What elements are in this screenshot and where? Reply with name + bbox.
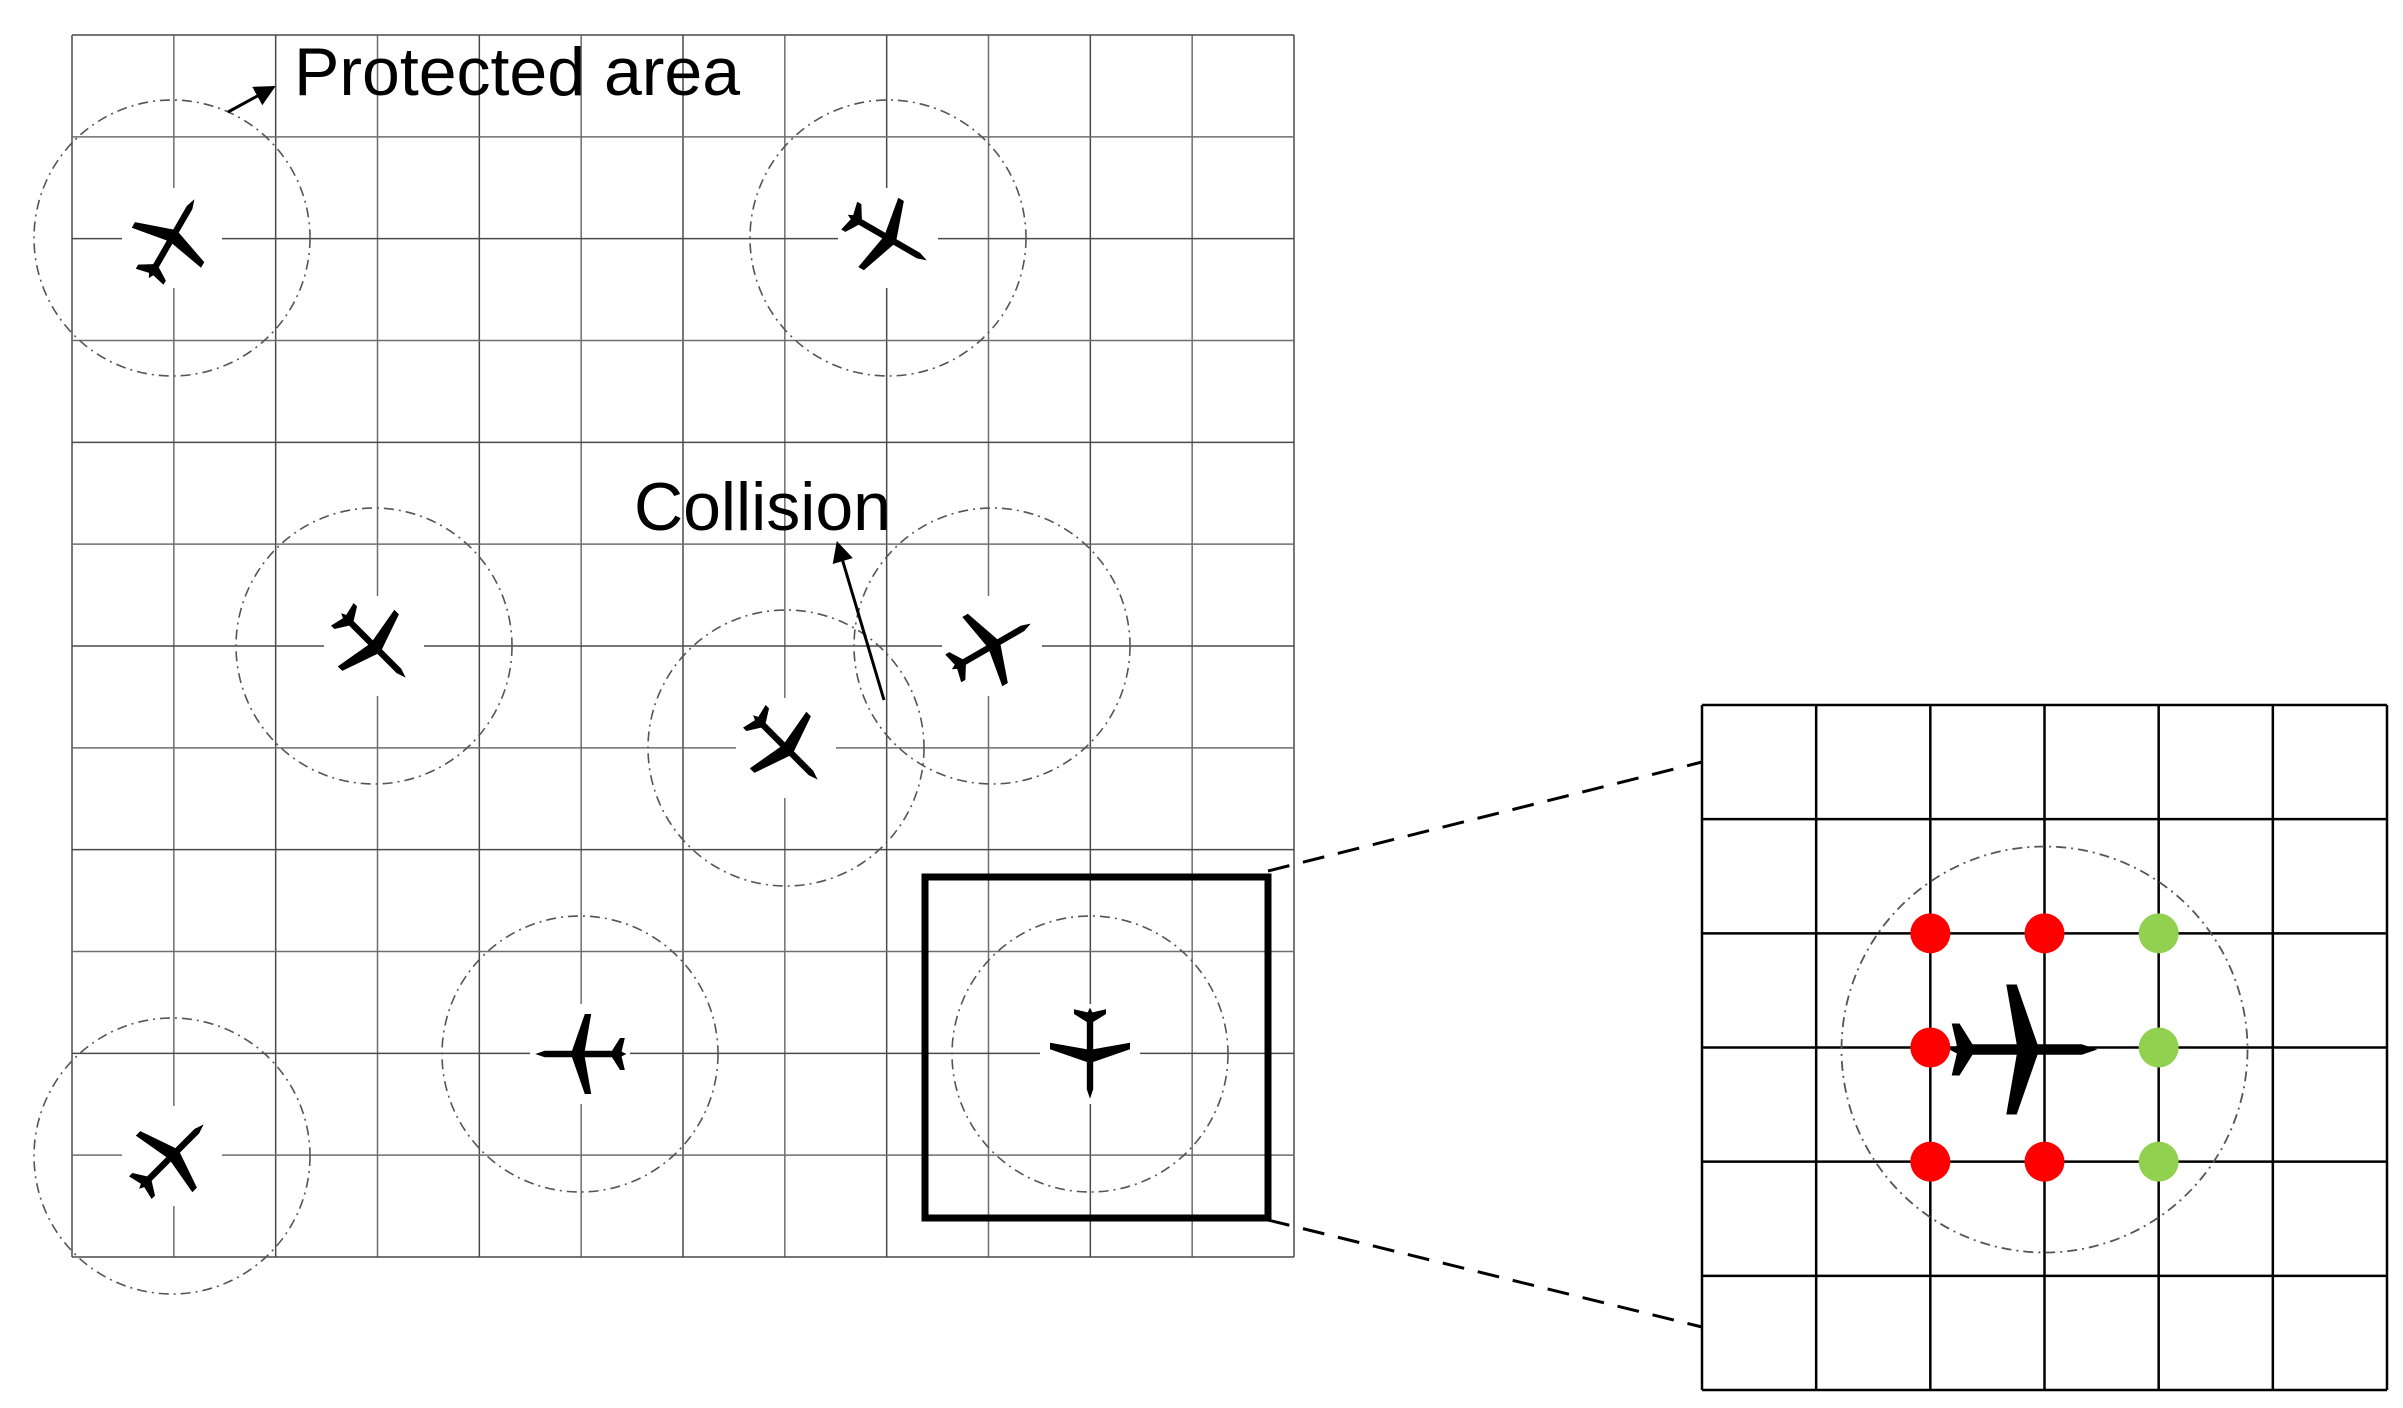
free-grid-point	[2138, 1141, 2179, 1182]
protected-area-circle	[33, 99, 311, 377]
main-airspace-grid	[71, 34, 1295, 1258]
protected-area-circle	[235, 507, 513, 785]
protected-area-circle	[441, 915, 719, 1193]
free-grid-point	[2138, 1027, 2179, 1068]
blocked-grid-point	[2024, 913, 2065, 954]
protected-areas	[33, 99, 1229, 1295]
collision-arrow	[832, 540, 886, 701]
blocked-grid-point	[1910, 1027, 1951, 1068]
protected-area-circle	[1840, 845, 2249, 1254]
protected-area-circle	[951, 915, 1229, 1193]
protected-area-circle	[853, 507, 1131, 785]
protected-area-circle	[647, 609, 925, 887]
blocked-grid-point	[1910, 1141, 1951, 1182]
airplane-icon	[1949, 984, 2098, 1115]
blocked-grid-point	[2024, 1141, 2065, 1182]
free-grid-point	[2138, 913, 2179, 954]
protected-area-label: Protected area	[294, 34, 740, 110]
blocked-grid-point	[1910, 913, 1951, 954]
protected-area-circle	[749, 99, 1027, 377]
protected-area-arrow	[227, 85, 276, 114]
collision-label: Collision	[634, 469, 891, 545]
aircraft-layer	[110, 179, 1140, 1218]
inset-content	[1840, 845, 2249, 1254]
zoom-connector-bottom	[1267, 1218, 1703, 1329]
zoom-connector-top	[1267, 760, 1703, 873]
protected-area-circle	[33, 1017, 311, 1295]
zoom-selection-box	[921, 873, 1272, 1222]
